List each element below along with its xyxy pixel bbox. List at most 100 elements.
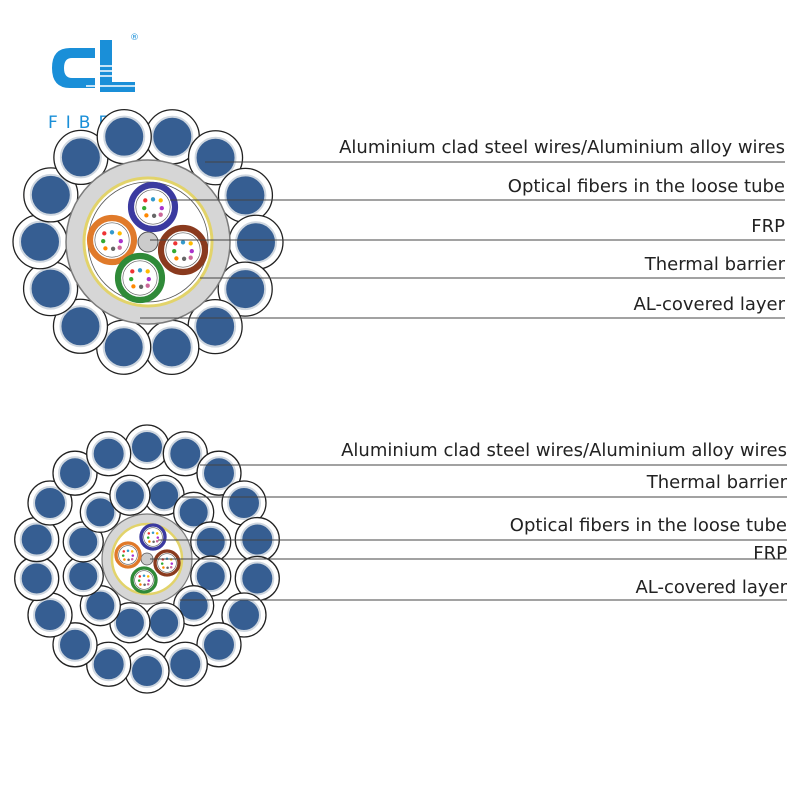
optical-fiber — [118, 238, 123, 244]
wire-strand — [96, 108, 152, 165]
loose-tubes — [114, 523, 181, 594]
optical-fiber — [166, 566, 169, 570]
logo-mark-icon — [52, 40, 135, 92]
optical-fiber — [180, 240, 186, 245]
wire-strand — [217, 261, 273, 317]
optical-fiber — [173, 241, 178, 246]
optical-fiber — [159, 205, 164, 211]
wire-layers — [14, 424, 280, 694]
wire-strand — [221, 592, 267, 638]
optical-fiber — [102, 231, 107, 236]
wire-strand — [217, 167, 274, 224]
label-frp: FRP — [753, 543, 787, 564]
optical-fiber — [138, 575, 142, 578]
loose-tube — [127, 181, 179, 233]
optical-fiber — [139, 583, 142, 586]
optical-fiber — [147, 579, 151, 582]
optical-fiber — [145, 269, 150, 274]
wire-strand — [79, 491, 121, 533]
wire-strand — [27, 592, 73, 638]
loose-tube — [114, 252, 166, 304]
optical-fiber — [152, 540, 155, 544]
optical-fiber — [174, 256, 179, 261]
label-thermal-barrier: Thermal barrier — [644, 254, 786, 275]
wire-strand — [52, 298, 109, 354]
optical-fiber — [146, 582, 150, 586]
optical-fiber — [150, 197, 156, 202]
wire-strand — [196, 622, 242, 668]
optical-fiber — [130, 269, 135, 274]
outer-wire-layer — [12, 108, 284, 376]
loose-tube — [86, 214, 138, 266]
optical-fiber — [130, 557, 134, 561]
leader-lines — [140, 161, 785, 319]
optical-fiber — [155, 539, 159, 543]
optical-fiber — [144, 213, 149, 218]
wire-strand — [53, 129, 109, 186]
loose-tubes — [86, 181, 209, 304]
optical-fiber — [145, 283, 150, 288]
optical-fiber — [146, 536, 150, 539]
wire-strand — [228, 214, 284, 270]
optical-fiber — [181, 256, 187, 261]
optical-fiber — [151, 213, 157, 218]
wire-strand — [144, 319, 200, 376]
optical-fiber — [110, 246, 116, 251]
optical-fiber — [138, 284, 144, 289]
label-optical-fibers: Optical fibers in the loose tube — [508, 176, 785, 197]
optical-fiber — [103, 246, 108, 251]
cable-core — [65, 159, 231, 325]
label-aluminium-wires: Aluminium clad steel wires/Aluminium all… — [339, 137, 785, 158]
optical-fiber — [169, 565, 173, 569]
wire-strand — [12, 214, 68, 270]
wire-strand — [221, 480, 267, 526]
wire-strand — [162, 641, 208, 687]
wire-strand — [143, 602, 185, 644]
wire-strand — [109, 474, 151, 516]
wire-strand — [162, 431, 208, 477]
label-thermal-barrier: Thermal barrier — [646, 472, 788, 493]
optical-fiber — [109, 230, 115, 235]
optical-fiber — [147, 532, 151, 535]
optical-fiber — [155, 532, 159, 535]
wire-strand — [22, 260, 79, 317]
wire-strand — [62, 521, 104, 563]
cable-cross-section-diagram-1: Aluminium clad steel wires/Aluminium all… — [12, 108, 786, 376]
optical-fiber — [131, 554, 135, 557]
loose-tube — [130, 566, 158, 594]
label-aluminium-wires: Aluminium clad steel wires/Aluminium all… — [341, 440, 787, 461]
optical-fiber — [123, 558, 126, 561]
loose-tube — [139, 523, 167, 551]
cable-cross-section-diagram-2: Aluminium clad steel wires/Aluminium all… — [14, 424, 788, 694]
leader-lines — [150, 464, 787, 601]
label-optical-fibers: Optical fibers in the loose tube — [510, 515, 787, 536]
loose-tube — [114, 541, 142, 569]
wire-strand — [234, 555, 280, 602]
optical-fiber — [160, 562, 164, 565]
optical-fiber — [142, 574, 146, 578]
optical-fiber — [188, 255, 193, 260]
optical-fiber — [117, 245, 122, 250]
optical-fiber — [129, 276, 134, 282]
optical-fiber — [121, 554, 125, 557]
wire-strand — [124, 648, 170, 694]
wire-strand — [187, 130, 244, 186]
optical-fiber — [142, 205, 147, 211]
optical-fiber — [156, 536, 160, 539]
label-al-covered-layer: AL-covered layer — [633, 294, 785, 315]
wire-strand — [96, 319, 152, 375]
optical-fiber — [172, 248, 177, 254]
wire-strand — [14, 555, 60, 602]
wire-strand — [173, 491, 215, 533]
optical-fiber — [131, 284, 136, 289]
callout-labels: Aluminium clad steel wires/Aluminium all… — [339, 137, 785, 315]
wire-strand — [86, 641, 132, 687]
optical-fiber — [188, 241, 193, 246]
wire-strand — [23, 167, 79, 223]
loose-tube — [157, 224, 209, 276]
optical-fiber — [130, 550, 134, 553]
wire-strand — [190, 521, 232, 563]
wire-strand — [124, 424, 170, 470]
callout-labels: Aluminium clad steel wires/Aluminium all… — [341, 440, 787, 598]
wire-strand — [62, 555, 104, 597]
